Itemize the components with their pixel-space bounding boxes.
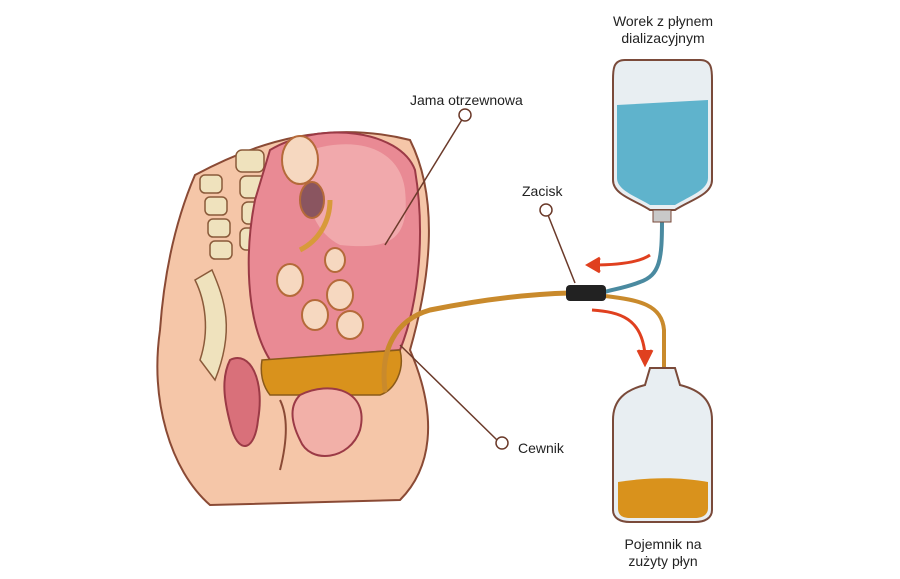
outflow-arrow	[591, 308, 647, 356]
label-line: dializacyjnym	[621, 30, 705, 46]
catheter-tube	[381, 290, 573, 393]
label-line: zużyty płyn	[628, 553, 698, 569]
inflow-arrow	[591, 253, 651, 267]
leader-lines	[384, 108, 576, 450]
label-clamp: Zacisk	[522, 183, 563, 199]
label-waste-container: Pojemnik na zużyty płyn	[598, 536, 728, 570]
dialysate-in-cavity	[260, 349, 402, 396]
waste-container	[612, 367, 713, 523]
label-catheter: Cewnik	[518, 440, 564, 456]
intestines	[276, 135, 364, 340]
inflow-tube	[604, 219, 664, 294]
cavity-highlight	[306, 144, 406, 247]
label-dialysate-bag: Worek z płynem dializacyjnym	[598, 13, 728, 47]
label-peritoneal-cavity: Jama otrzewnowa	[410, 92, 523, 108]
flow-arrows	[585, 253, 654, 368]
label-line: Worek z płynem	[612, 13, 714, 29]
pelvic-organs	[223, 357, 363, 471]
label-line: Pojemnik na	[624, 536, 702, 552]
outflow-tube	[604, 294, 666, 470]
clamp	[566, 285, 606, 301]
dialysate-bag	[612, 59, 713, 223]
